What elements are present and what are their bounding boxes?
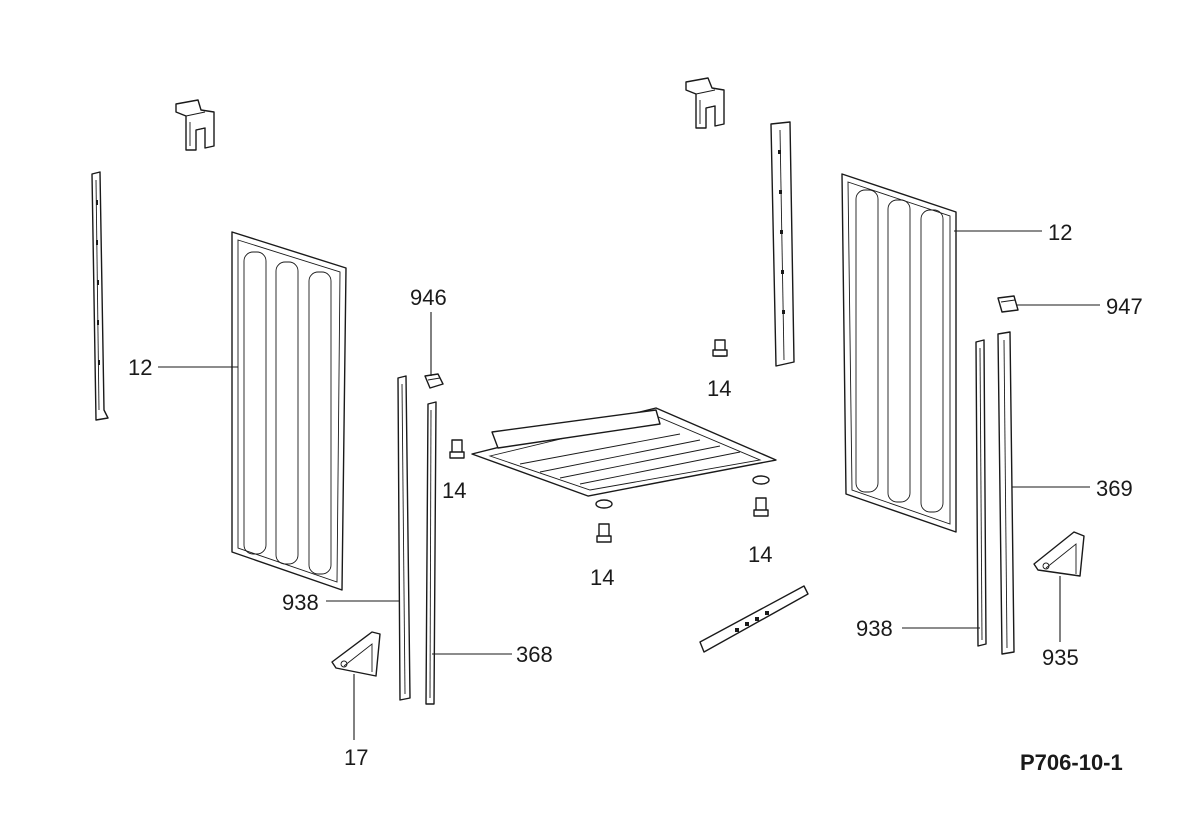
label-rail-left-inner: 368 [516,642,553,667]
adjustable-foot-left [449,439,465,459]
right-side-panel [841,173,957,533]
base-tray [471,407,777,497]
label-corner-bracket-left: 17 [344,745,368,770]
left-frame-strip [91,171,109,421]
label-rail-right-inner: 369 [1096,476,1133,501]
label-foot-center-top: 14 [707,376,731,401]
label-rail-left-outer: 938 [282,590,319,615]
small-bracket-947 [997,295,1019,313]
leader-lines [158,230,1100,740]
rail-left-inner-368 [425,401,437,705]
label-foot-center-bottom: 14 [590,565,614,590]
corner-bracket-right-935 [1033,531,1085,577]
small-bracket-946 [424,373,444,389]
rail-right-outer-938 [975,339,987,647]
label-right-side-panel: 12 [1048,220,1072,245]
adjustable-foot-center-bottom [595,499,613,543]
bottom-front-bar [699,585,809,653]
rail-left-outer-938 [397,375,411,701]
label-foot-right: 14 [748,542,772,567]
adjustable-foot-center-top [712,339,728,357]
label-rail-right-outer: 938 [856,616,893,641]
corner-bracket-left-17 [331,631,381,677]
label-left-side-panel: 12 [128,355,152,380]
right-frame-strip [770,121,795,367]
label-bracket-947: 947 [1106,294,1143,319]
top-hinge-bracket-right [685,77,725,129]
top-hinge-bracket-left [175,99,215,151]
label-foot-left: 14 [442,478,466,503]
rail-right-inner-369 [997,331,1015,655]
figure-code: P706-10-1 [1020,750,1123,775]
left-side-panel [231,231,347,591]
label-bracket-946: 946 [410,285,447,310]
label-corner-bracket-right: 935 [1042,645,1079,670]
adjustable-foot-right [752,475,770,517]
